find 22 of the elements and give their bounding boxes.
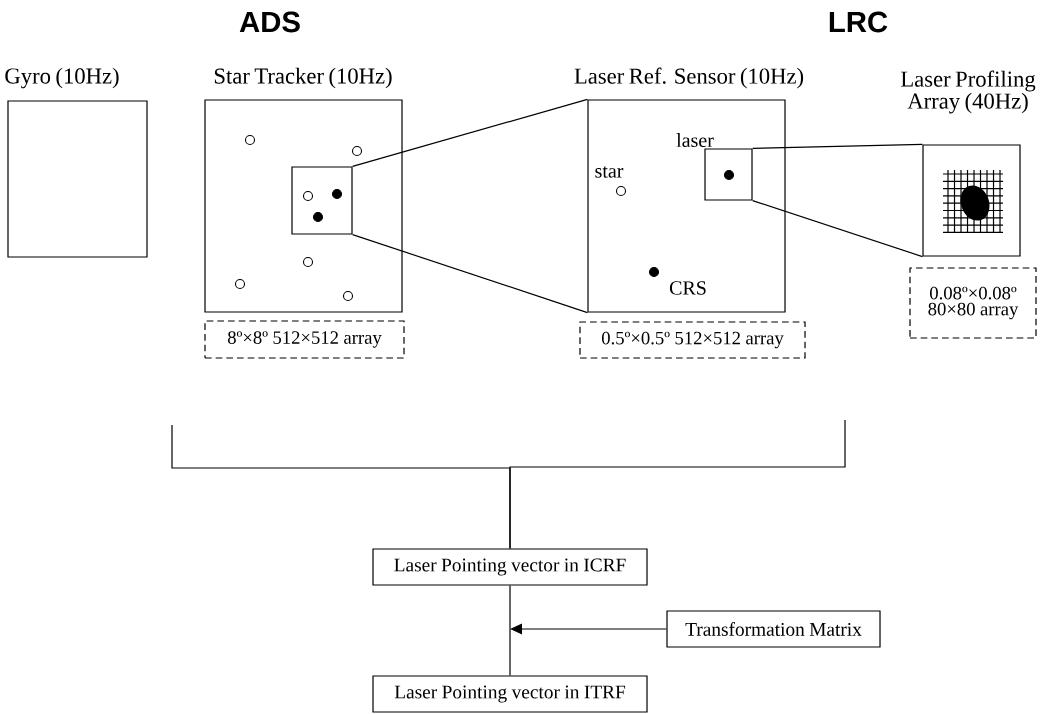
zoom-square <box>704 148 753 201</box>
spec-box: 0.5º×0.5º 512×512 array <box>579 321 806 359</box>
connector-line <box>510 623 667 635</box>
point-label: star <box>595 166 624 178</box>
spec-box: 8º×8º 512×512 array <box>204 320 405 359</box>
point-label: laser <box>676 133 714 148</box>
sensor-title: Laser Profiling Array (40Hz) <box>900 70 1036 114</box>
connector-line <box>509 585 511 676</box>
connector-line <box>509 419 846 549</box>
spec-box: 0.08º×0.08º 80×80 array <box>909 267 1037 339</box>
connector-line <box>352 98 588 167</box>
point-label: CRS <box>669 281 706 295</box>
sensor-title: Star Tracker (10Hz) <box>214 67 392 89</box>
sensor-title: Gyro (10Hz) <box>5 67 119 89</box>
section-heading: LRC <box>829 11 888 33</box>
process-box: Laser Pointing vector in ITRF <box>372 675 648 713</box>
sensor-title: Laser Ref. Sensor (10Hz) <box>574 67 804 89</box>
zoom-square <box>291 166 353 235</box>
section-heading: ADS <box>239 11 300 33</box>
process-box: Laser Pointing vector in ICRF <box>372 548 648 586</box>
connector-line <box>752 143 923 149</box>
process-box: Transformation Matrix <box>666 610 881 648</box>
